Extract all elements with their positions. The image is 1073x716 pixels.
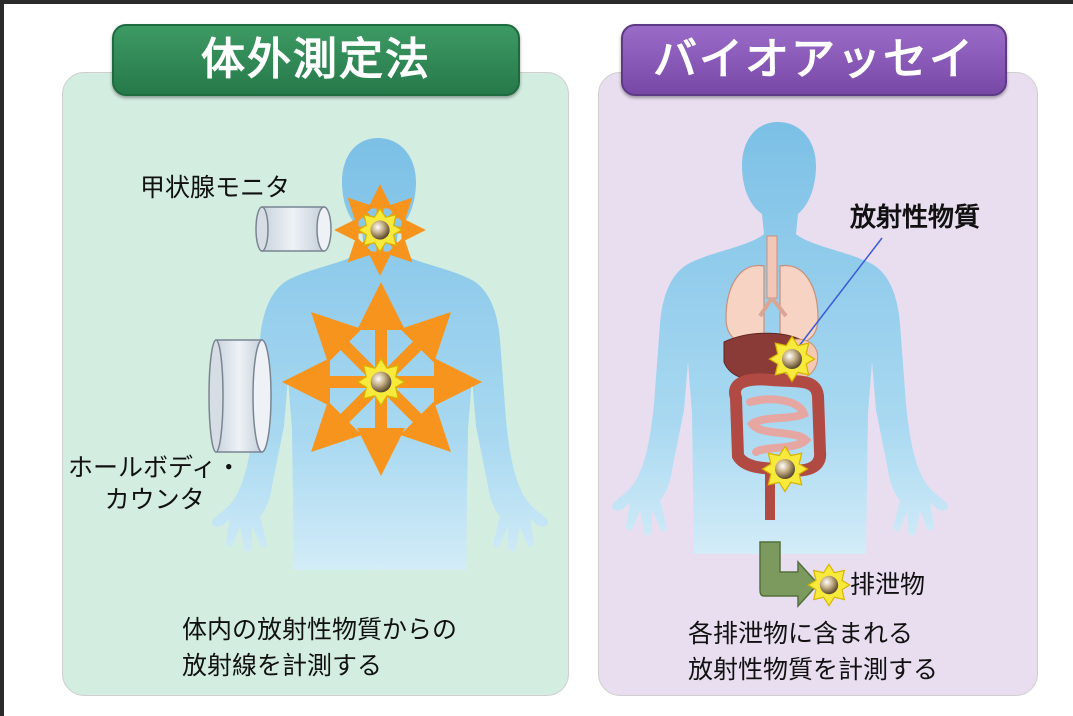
thyroid-monitor-label: 甲状腺モニタ [140,172,290,204]
whole-body-counter-icon [209,340,271,452]
liver-source-icon [770,337,815,382]
bioassay-caption-line2: 放射性物質を計測する [688,652,938,688]
thyroid-monitor-icon [256,207,331,251]
excreta-label: 排泄物 [850,569,925,601]
bioassay-caption-line1: 各排泄物に含まれる [688,616,938,652]
whole-body-counter-label-line2: カウンタ [68,484,241,516]
radioactive-material-label: 放射性物質 [850,202,980,234]
whole-body-counter-label-line1: ホールボディ・ [68,452,241,484]
intestine-source-icon [763,447,808,492]
body-source-icon [358,359,405,406]
whole-body-counter-label: ホールボディ・ カウンタ [68,452,241,516]
in-vivo-title: 体外測定法 [112,24,520,96]
bioassay-title: バイオアッセイ [621,24,1007,96]
excreta-source-icon [808,564,849,605]
in-vivo-caption-line2: 放射線を計測する [182,648,457,684]
bioassay-caption: 各排泄物に含まれる 放射性物質を計測する [688,616,938,688]
in-vivo-caption: 体内の放射性物質からの 放射線を計測する [182,612,457,684]
thyroid-source-icon [358,208,401,251]
in-vivo-caption-line1: 体内の放射性物質からの [182,612,457,648]
